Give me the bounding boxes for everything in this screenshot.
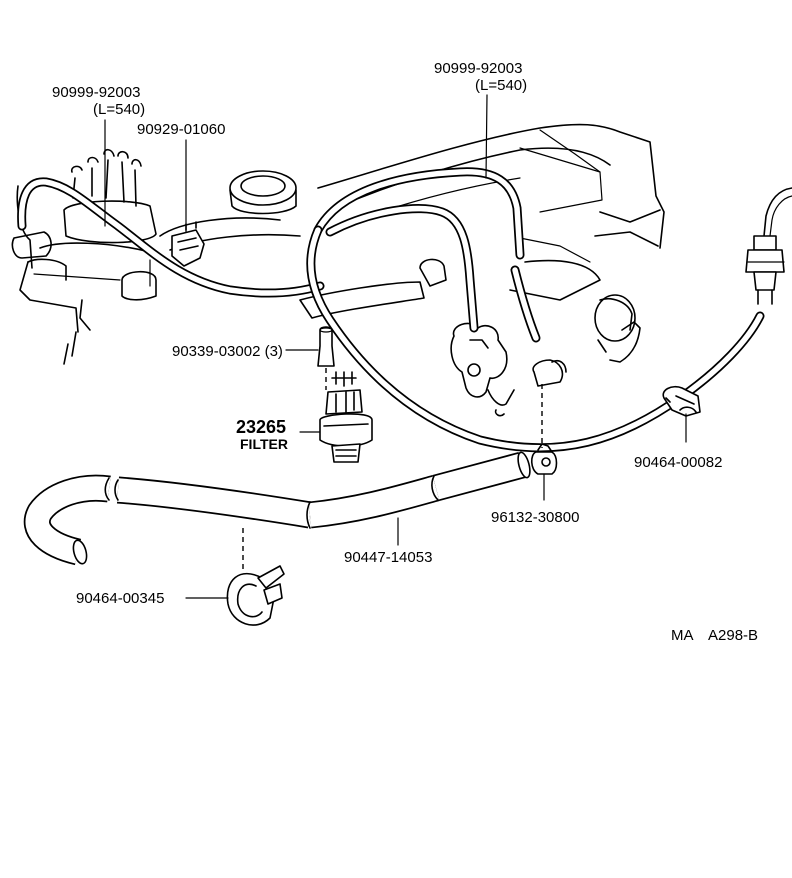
label-code-ma: MA bbox=[671, 627, 694, 644]
big-hose-90447 bbox=[23, 451, 531, 566]
vacuum-sensor bbox=[745, 187, 792, 305]
clip-right bbox=[662, 385, 701, 417]
distributor bbox=[39, 148, 157, 253]
hose-clamp-top bbox=[171, 221, 205, 267]
vacuum-hose-center bbox=[313, 167, 541, 343]
label-pin: 90339-03002 (3) bbox=[172, 343, 283, 360]
leader-lines bbox=[104, 94, 687, 599]
filter bbox=[319, 371, 373, 463]
vacuum-transmitter bbox=[594, 294, 641, 363]
pin bbox=[317, 326, 335, 367]
label-hose-left-part: 90999-92003 bbox=[52, 84, 140, 101]
vacuum-hose-left bbox=[17, 177, 325, 298]
label-filter-word: FILTER bbox=[240, 436, 288, 452]
part-labels: 90999-92003 (L=540) 90929-01060 90999-92… bbox=[52, 60, 758, 644]
label-clamp-top-left: 90929-01060 bbox=[137, 121, 225, 138]
label-band-clamp: 90464-00345 bbox=[76, 590, 164, 607]
band-clamp bbox=[226, 565, 285, 626]
label-hose-right-length: (L=540) bbox=[475, 77, 527, 94]
vacuum-hose-loop bbox=[306, 204, 765, 453]
oil-filler-cap bbox=[229, 170, 297, 215]
label-filter-part: 23265 bbox=[236, 417, 286, 437]
clip-small bbox=[530, 443, 558, 475]
label-clip-right: 90464-00082 bbox=[634, 454, 722, 471]
label-code-ref: A298-B bbox=[708, 627, 758, 644]
label-clip-small: 96132-30800 bbox=[491, 509, 579, 526]
label-hose-right-part: 90999-92003 bbox=[434, 60, 522, 77]
label-big-hose: 90447-14053 bbox=[344, 549, 432, 566]
engine-outline bbox=[11, 123, 665, 417]
label-hose-left-length: (L=540) bbox=[93, 101, 145, 118]
